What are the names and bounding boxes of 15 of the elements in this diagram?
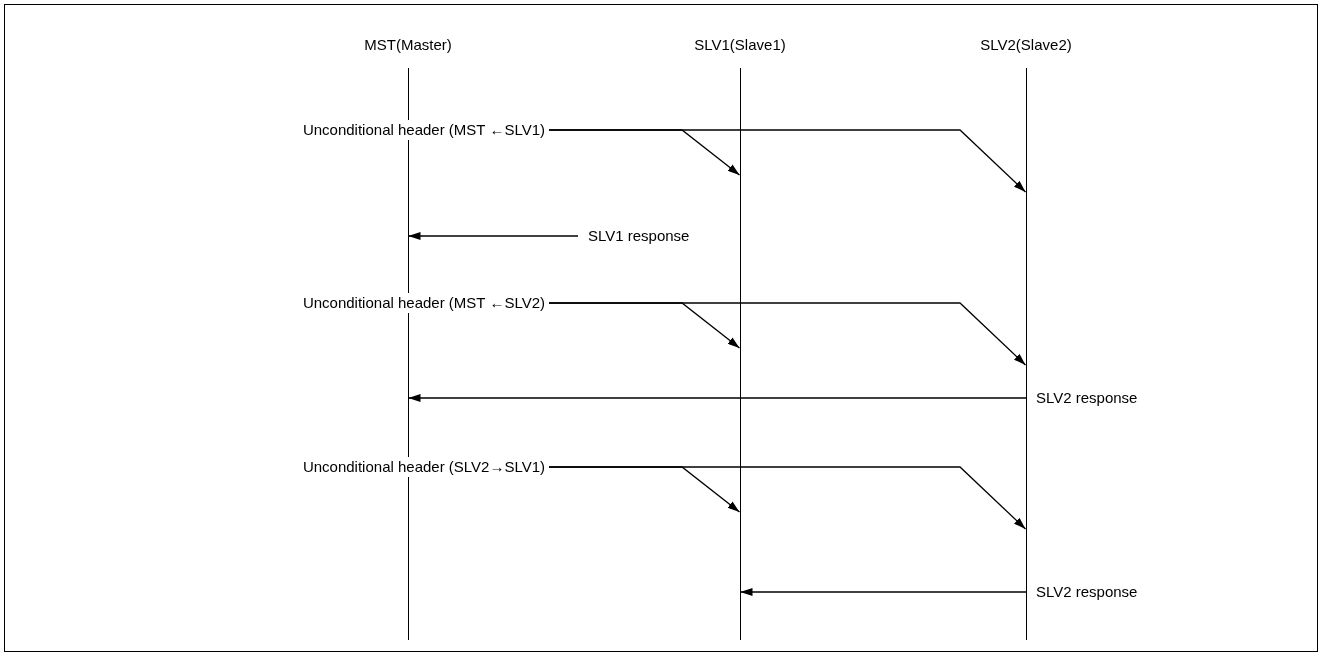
message-arrow xyxy=(548,129,1027,193)
participant-label: SLV1(Slave1) xyxy=(693,35,787,55)
message-arrow xyxy=(407,394,1027,402)
message-label: Unconditional header (MST ←SLV2) xyxy=(302,293,545,313)
message-arrow xyxy=(739,588,1027,596)
lifeline xyxy=(1025,68,1027,640)
message-arrow xyxy=(407,232,579,240)
participant-label: MST(Master) xyxy=(363,35,453,55)
participant-label: SLV2(Slave2) xyxy=(979,35,1073,55)
message-label: Unconditional header (SLV2→SLV1) xyxy=(302,457,545,477)
message-arrow xyxy=(548,466,1027,530)
message-arrow xyxy=(548,302,1027,366)
lifeline xyxy=(739,68,741,640)
message-label: Unconditional header (MST ←SLV1) xyxy=(302,120,545,140)
lifeline xyxy=(407,68,409,640)
